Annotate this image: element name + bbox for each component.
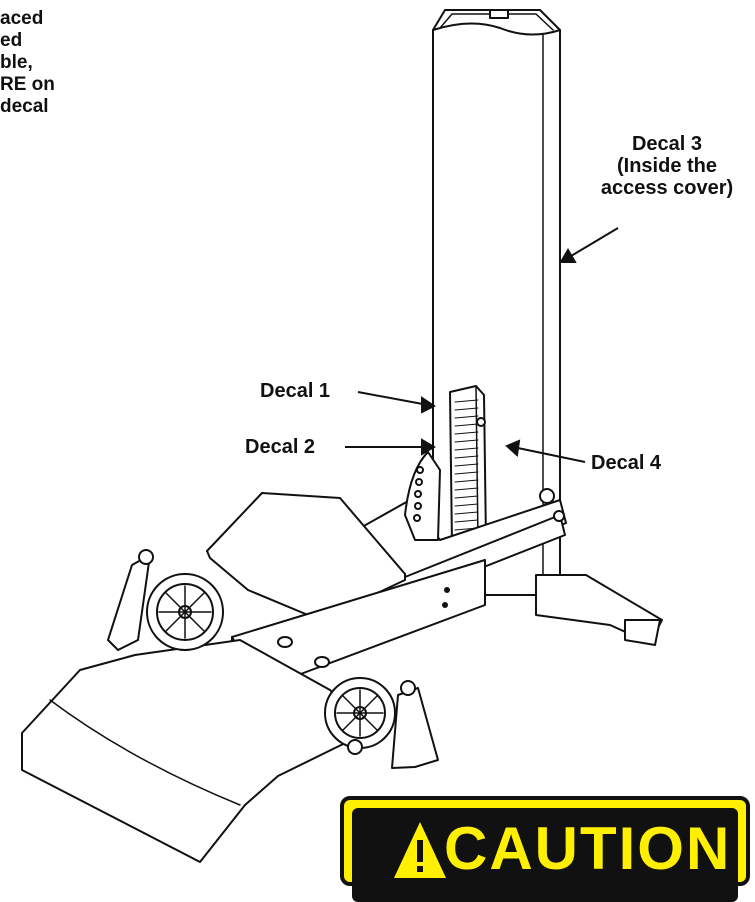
decal3-line-1: Decal 3 [631, 133, 703, 155]
adjuster-plate [404, 451, 441, 541]
arrow-decal4 [512, 446, 586, 463]
decal1-label: Decal 1 [260, 380, 331, 402]
caution-inner-panel: CAUTION [352, 808, 738, 902]
caution-decal: CAUTION [340, 796, 750, 902]
intro-line-3: ble, [0, 52, 33, 73]
rear-stabilizer [535, 574, 663, 646]
caution-word: CAUTION [444, 815, 732, 882]
left-pulley [107, 549, 224, 651]
exercise-machine-diagram [21, 9, 663, 863]
intro-line-4: RE on [0, 74, 55, 95]
right-pulley [324, 677, 439, 769]
decal2-label: Decal 2 [245, 436, 316, 458]
weight-stack [449, 385, 487, 546]
decal3-label: Decal 3 (Inside the access cover) [582, 133, 752, 199]
intro-line-5: decal [0, 96, 49, 117]
arrow-decal3 [565, 227, 619, 260]
decal4-label: Decal 4 [591, 452, 662, 474]
decal3-line-2: (Inside the [616, 155, 717, 177]
intro-line-1: aced [0, 8, 44, 29]
decal3-line-3: access cover) [600, 177, 734, 199]
intro-line-2: ed [0, 30, 23, 51]
arrow-decal1 [357, 391, 429, 406]
warning-triangle-icon [394, 822, 446, 878]
footplate [21, 639, 373, 863]
intro-text: aced ed ble, RE on decal [0, 8, 110, 118]
